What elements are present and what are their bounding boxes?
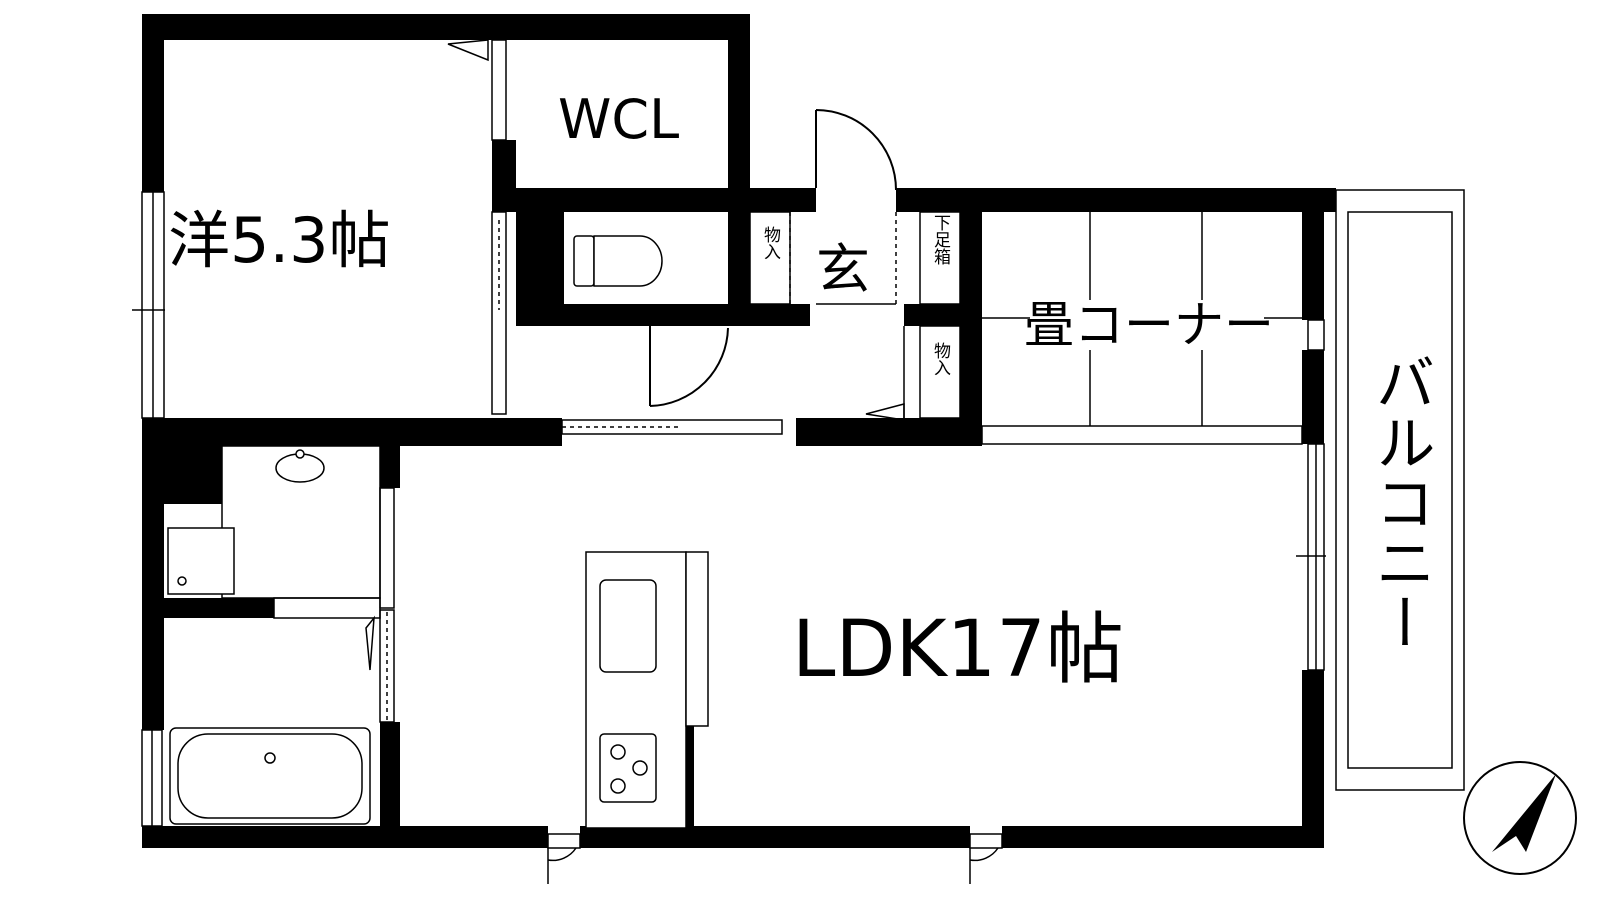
- washroom-fixtures: [167, 445, 381, 619]
- western-room-label: 洋5.3帖: [168, 204, 391, 277]
- north-arrow-icon: [1463, 761, 1577, 875]
- shoe-box-label: 下足箱: [930, 214, 951, 265]
- walls: [142, 14, 1336, 848]
- entrance-fixtures: [749, 211, 961, 419]
- balcony-label: バルコニー: [1365, 352, 1435, 652]
- room-labels: 洋5.3帖 WCL 玄 畳コーナー LDK17帖 バルコニー 物入 下足箱 物入: [168, 88, 1435, 695]
- kitchen-counter: [585, 551, 709, 829]
- entrance-label: 玄: [816, 238, 870, 301]
- balcony: [1335, 189, 1465, 791]
- bathtub-fixture: [169, 727, 371, 825]
- ldk-label: LDK17帖: [792, 605, 1124, 695]
- tatami-corner-label: 畳コーナー: [1024, 296, 1274, 354]
- toilet-fixture: [573, 235, 663, 287]
- tatami-grid: [982, 212, 1302, 426]
- entrance-storage-label: 物入: [760, 226, 781, 260]
- wcl-label: WCL: [558, 88, 679, 151]
- hall-storage-label: 物入: [930, 342, 951, 376]
